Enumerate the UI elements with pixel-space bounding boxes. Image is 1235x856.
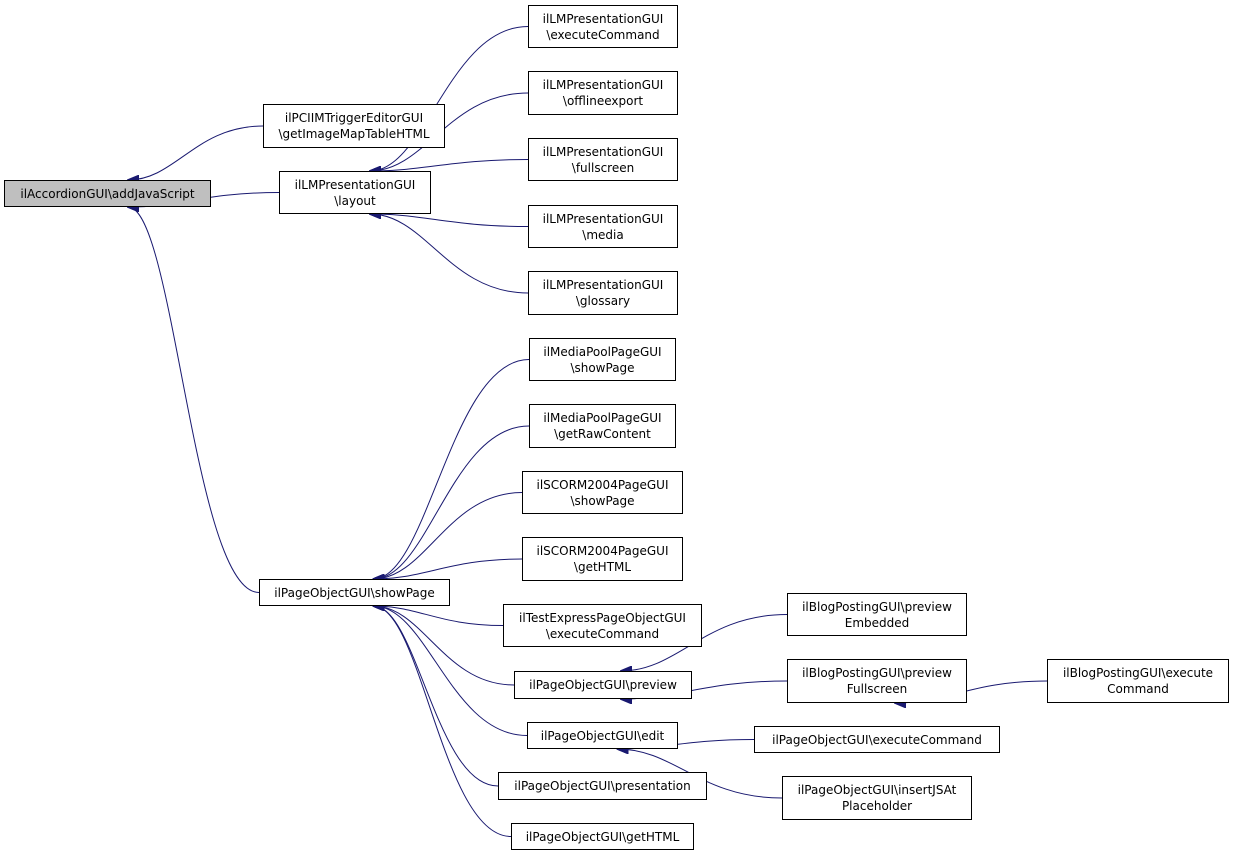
node-pageobject-gethtml[interactable]: ilPageObjectGUI\getHTML bbox=[511, 823, 694, 850]
node-label-line2: \executeCommand bbox=[546, 27, 660, 42]
node-pageobject-executecommand[interactable]: ilPageObjectGUI\executeCommand bbox=[754, 726, 1000, 753]
node-label-line1: ilLMPresentationGUI bbox=[542, 78, 664, 92]
node-label-line1: ilPageObjectGUI\edit bbox=[540, 728, 665, 743]
node-lmpresentation-executecommand[interactable]: ilLMPresentationGUI \executeCommand bbox=[528, 5, 678, 48]
edge-n_lmmedia-to-n_lmlayout bbox=[370, 214, 529, 227]
node-label-line2: \getImageMapTableHTML bbox=[278, 127, 430, 141]
node-label-line1: ilPageObjectGUI\executeCommand bbox=[772, 732, 982, 747]
node-label-line1: ilLMPresentationGUI bbox=[542, 211, 664, 226]
node-label-line1: ilBlogPostingGUI\preview bbox=[802, 599, 952, 614]
node-pageobject-insertjsatplaceholder[interactable]: ilPageObjectGUI\insertJSAt Placeholder bbox=[782, 776, 972, 820]
node-testexpress-executecommand[interactable]: ilTestExpressPageObjectGUI \executeComma… bbox=[503, 604, 702, 647]
node-label-line2: \media bbox=[582, 227, 624, 242]
node-label-line2: \showPage bbox=[570, 493, 635, 508]
edge-n_lmexec-to-n_lmlayout bbox=[370, 26, 529, 172]
node-label-line2: \getHTML bbox=[573, 560, 632, 574]
node-label-line2: \layout bbox=[334, 193, 376, 208]
node-label-line1: ilMediaPoolPageGUI bbox=[543, 344, 662, 359]
node-pageobject-edit[interactable]: ilPageObjectGUI\edit bbox=[527, 722, 678, 749]
edge-n_mpshow-to-n_poshow bbox=[374, 359, 530, 580]
node-label-line1: ilPCIIMTriggerEditorGUI bbox=[284, 111, 424, 125]
edge-n_popres-to-n_poshow bbox=[374, 606, 499, 787]
node-label-line1: ilLMPresentationGUI bbox=[542, 278, 664, 292]
node-label-line2: Fullscreen bbox=[846, 682, 908, 696]
node-label-line1: ilPageObjectGUI\insertJSAt bbox=[797, 783, 957, 797]
node-label-line1: ilPageObjectGUI\presentation bbox=[514, 779, 691, 793]
node-accordion-addjavascript[interactable]: ilAccordionGUI\addJavaScript bbox=[4, 180, 211, 207]
node-pageobject-showpage[interactable]: ilPageObjectGUI\showPage bbox=[259, 579, 450, 606]
node-label-line1: ilBlogPostingGUI\execute bbox=[1062, 666, 1214, 680]
node-label-line2: Placeholder bbox=[841, 799, 913, 813]
node-pageobject-presentation[interactable]: ilPageObjectGUI\presentation bbox=[498, 772, 707, 800]
node-label-line2: Command bbox=[1107, 682, 1169, 696]
edge-n_mpraw-to-n_poshow bbox=[374, 425, 530, 579]
node-lmpresentation-glossary[interactable]: ilLMPresentationGUI \glossary bbox=[528, 271, 678, 315]
edge-n_testexp-to-n_poshow bbox=[374, 606, 504, 626]
node-label-line1: ilLMPresentationGUI bbox=[542, 144, 664, 159]
edge-n_schtml-to-n_poshow bbox=[374, 558, 523, 579]
node-label-line1: ilSCORM2004PageGUI bbox=[536, 477, 669, 492]
node-label-line1: ilMediaPoolPageGUI bbox=[543, 411, 662, 425]
node-label-line1: ilLMPresentationGUI bbox=[542, 11, 664, 26]
edge-n_lmgloss-to-n_lmlayout bbox=[370, 214, 529, 294]
node-lmpresentation-fullscreen[interactable]: ilLMPresentationGUI \fullscreen bbox=[528, 138, 678, 181]
node-blogposting-previewembedded[interactable]: ilBlogPostingGUI\preview Embedded bbox=[787, 593, 967, 636]
edge-n_scshow-to-n_poshow bbox=[374, 492, 523, 580]
node-label-line1: ilPageObjectGUI\showPage bbox=[274, 585, 435, 600]
edge-n_pogethtml-to-n_poshow bbox=[374, 606, 512, 837]
node-mediapool-getrawcontent[interactable]: ilMediaPoolPageGUI \getRawContent bbox=[529, 404, 676, 448]
node-blogposting-executecommand[interactable]: ilBlogPostingGUI\execute Command bbox=[1047, 659, 1229, 703]
node-pcimtrigger-getimagemaptablehtml[interactable]: ilPCIIMTriggerEditorGUI \getImageMapTabl… bbox=[263, 104, 445, 148]
node-lmpresentation-offlineexport[interactable]: ilLMPresentationGUI \offlineexport bbox=[528, 71, 678, 115]
edge-n_poedit-to-n_poshow bbox=[374, 606, 528, 736]
node-label-line2: \showPage bbox=[570, 360, 635, 375]
node-scorm2004-gethtml[interactable]: ilSCORM2004PageGUI \getHTML bbox=[522, 537, 683, 581]
node-label-line1: ilPageObjectGUI\getHTML bbox=[525, 829, 680, 844]
edge-n_poshow-to-n_accordion bbox=[128, 207, 260, 593]
node-label-line1: ilTestExpressPageObjectGUI bbox=[519, 610, 686, 625]
node-lmpresentation-media[interactable]: ilLMPresentationGUI \media bbox=[528, 205, 678, 248]
node-label-line1: ilBlogPostingGUI\preview bbox=[802, 666, 952, 680]
node-scorm2004-showpage[interactable]: ilSCORM2004PageGUI \showPage bbox=[522, 471, 683, 514]
node-lmpresentation-layout[interactable]: ilLMPresentationGUI \layout bbox=[279, 171, 431, 214]
node-label-line2: \fullscreen bbox=[571, 160, 635, 175]
edge-n_lmfull-to-n_lmlayout bbox=[370, 159, 529, 172]
node-mediapool-showpage[interactable]: ilMediaPoolPageGUI \showPage bbox=[529, 338, 676, 381]
node-label-line2: \offlineexport bbox=[562, 94, 644, 108]
node-label-line1: ilAccordionGUI\addJavaScript bbox=[20, 186, 195, 201]
node-pageobject-preview[interactable]: ilPageObjectGUI\preview bbox=[514, 671, 692, 699]
node-label-line1: ilSCORM2004PageGUI bbox=[536, 544, 669, 558]
node-label-line2: \glossary bbox=[575, 294, 631, 308]
edge-n_trigger-to-n_accordion bbox=[128, 125, 264, 180]
node-label-line1: ilPageObjectGUI\preview bbox=[529, 678, 677, 692]
node-blogposting-previewfullscreen[interactable]: ilBlogPostingGUI\preview Fullscreen bbox=[787, 659, 967, 703]
node-label-line2: \executeCommand bbox=[545, 626, 660, 641]
node-label-line1: ilLMPresentationGUI bbox=[294, 177, 416, 192]
edge-n_popreview-to-n_poshow bbox=[374, 606, 515, 686]
node-label-line2: Embedded bbox=[844, 615, 910, 630]
node-label-line2: \getRawContent bbox=[554, 427, 651, 441]
